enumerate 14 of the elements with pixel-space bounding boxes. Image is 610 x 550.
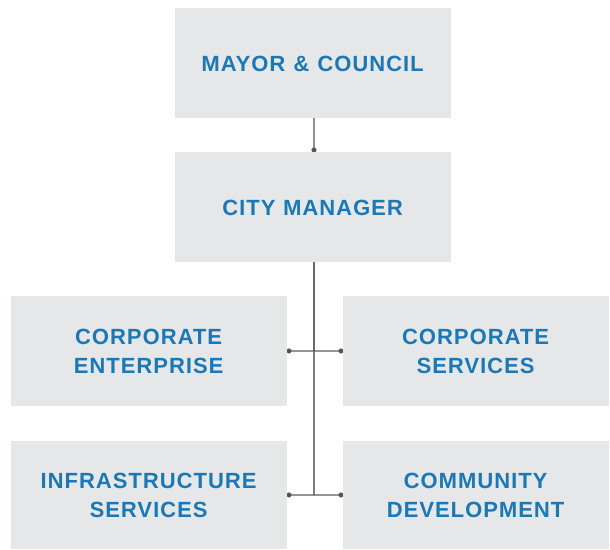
connector-line [312, 118, 316, 152]
org-box [11, 296, 287, 406]
org-box [11, 441, 287, 549]
unit-title: CORPORATE ENTERPRISE [72, 323, 226, 380]
unit-title: COMMUNITY DEVELOPMENT [386, 467, 566, 524]
unit-title: CORPORATE SERVICES [401, 323, 551, 380]
org-box [175, 152, 451, 262]
unit-title: INFRASTRUCTURE SERVICES [40, 467, 258, 524]
unit-title: CITY MANAGER [222, 194, 404, 222]
unit-title: MAYOR & COUNCIL [201, 50, 425, 78]
connector-line [313, 262, 344, 498]
org-box [343, 296, 609, 406]
org-box [175, 8, 451, 118]
org-box [343, 441, 609, 549]
